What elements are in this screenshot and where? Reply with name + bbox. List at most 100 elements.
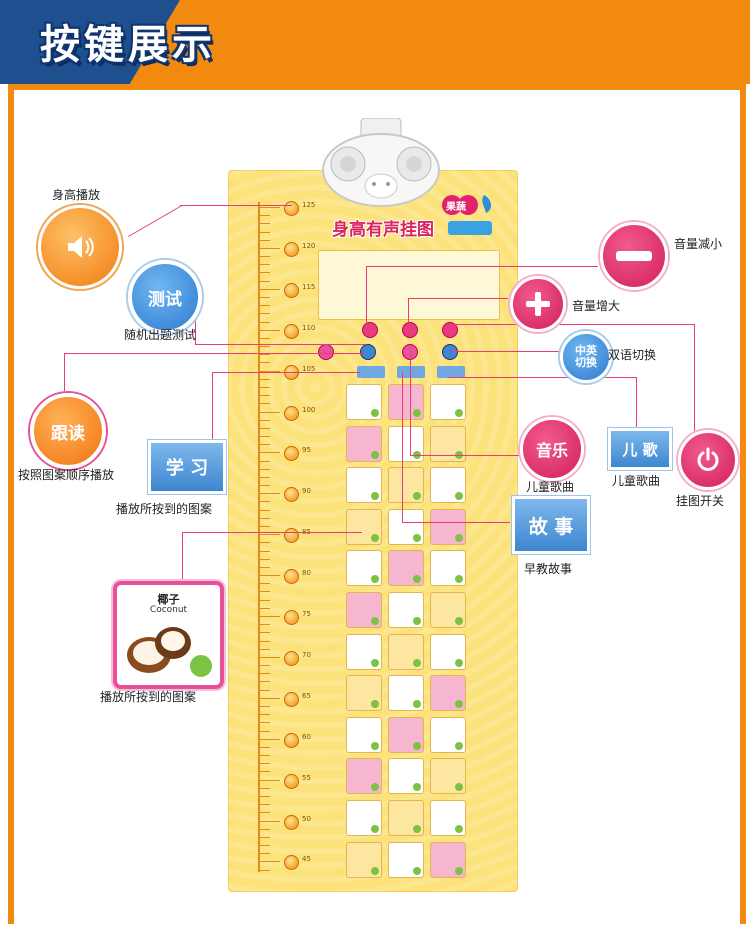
ruler-tick xyxy=(260,566,270,568)
ruler-tick xyxy=(260,501,270,503)
connector xyxy=(450,351,562,352)
picture-button[interactable] xyxy=(346,758,382,795)
ruler-height-button[interactable] xyxy=(284,282,299,298)
picture-button[interactable] xyxy=(388,384,424,420)
picture-button[interactable] xyxy=(346,675,382,712)
ruler-height-button[interactable] xyxy=(284,691,299,707)
picture-button[interactable] xyxy=(346,467,382,504)
test-callout-button[interactable]: 测试 xyxy=(128,260,202,334)
ruler-height-button[interactable] xyxy=(284,569,299,585)
ruler-height-button[interactable] xyxy=(284,773,299,789)
follow-callout-button[interactable]: 跟读 xyxy=(30,393,106,469)
green-dot-icon xyxy=(455,783,463,792)
ruler-tick xyxy=(260,714,270,716)
picture-button[interactable] xyxy=(346,841,382,878)
bottom-strip xyxy=(0,924,750,937)
minus-icon xyxy=(616,251,652,261)
picture-button[interactable] xyxy=(388,716,424,753)
poster-study-tab[interactable] xyxy=(357,366,385,378)
picture-button[interactable] xyxy=(430,675,466,712)
picture-button[interactable] xyxy=(388,675,424,712)
volume-up-label: 音量增大 xyxy=(572,299,621,313)
ruler-height-button[interactable] xyxy=(284,732,299,748)
picture-button[interactable] xyxy=(346,800,382,836)
study-callout-button[interactable]: 学 习 xyxy=(148,440,226,494)
ruler-height-button[interactable] xyxy=(284,528,299,544)
poster-song-tab[interactable] xyxy=(437,366,465,378)
ruler-tick xyxy=(260,452,280,454)
picture-button[interactable] xyxy=(388,841,424,878)
poster-story-tab[interactable] xyxy=(397,366,425,378)
picture-button[interactable] xyxy=(430,384,466,420)
picture-button[interactable] xyxy=(346,425,382,462)
picture-button[interactable] xyxy=(430,467,466,504)
picture-button[interactable] xyxy=(388,550,424,587)
power-callout-button[interactable] xyxy=(678,430,738,490)
picture-button[interactable] xyxy=(388,758,424,795)
ruler-tick xyxy=(260,599,270,601)
poster-bilingual-button[interactable] xyxy=(442,344,458,360)
picture-button[interactable] xyxy=(430,716,466,753)
song-desc-label: 儿童歌曲 xyxy=(612,474,661,488)
poster-volume-down-button[interactable] xyxy=(362,322,378,338)
story-callout-button[interactable]: 故 事 xyxy=(512,496,590,554)
ruler-tick xyxy=(260,591,270,593)
speaker-icon xyxy=(68,236,94,258)
picture-button[interactable] xyxy=(430,800,466,836)
ruler-tick xyxy=(260,329,280,331)
picture-button[interactable] xyxy=(430,841,466,878)
bilingual-callout-button[interactable]: 中英 切换 xyxy=(560,331,612,383)
picture-button[interactable] xyxy=(346,716,382,753)
ruler-height-label: 70 xyxy=(302,650,311,659)
poster-power-button[interactable] xyxy=(442,322,458,338)
picture-button[interactable] xyxy=(346,508,382,545)
song-callout-button[interactable]: 儿 歌 xyxy=(608,428,672,470)
ruler-height-button[interactable] xyxy=(284,610,299,625)
green-dot-icon xyxy=(371,575,379,584)
picture-button[interactable] xyxy=(388,592,424,628)
green-dot-icon xyxy=(455,741,463,750)
poster-volume-up-button[interactable] xyxy=(402,322,418,338)
height-play-button[interactable] xyxy=(38,205,122,289)
ruler-height-button[interactable] xyxy=(284,855,299,871)
ruler-height-label: 95 xyxy=(302,446,311,455)
picture-button[interactable] xyxy=(346,633,382,670)
ruler-height-button[interactable] xyxy=(284,241,299,257)
picture-button[interactable] xyxy=(388,800,424,836)
picture-button[interactable] xyxy=(388,508,424,545)
poster-test-button[interactable] xyxy=(360,344,376,360)
ruler-tick xyxy=(260,460,270,462)
ruler-height-button[interactable] xyxy=(284,446,299,462)
ruler-height-button[interactable] xyxy=(284,487,299,503)
ruler-height-button[interactable] xyxy=(284,201,299,216)
volume-down-callout-button[interactable] xyxy=(600,222,668,290)
picture-button[interactable] xyxy=(346,384,382,420)
picture-button[interactable] xyxy=(430,633,466,670)
ruler-tick xyxy=(260,853,270,855)
ruler-height-button[interactable] xyxy=(284,650,299,666)
ruler-tick xyxy=(260,247,280,249)
green-dot-icon xyxy=(455,450,463,459)
ruler-height-button[interactable] xyxy=(284,323,299,339)
ruler-height-label: 100 xyxy=(302,405,316,414)
picture-button[interactable] xyxy=(388,467,424,504)
ruler-tick xyxy=(260,354,270,356)
ruler-height-label: 115 xyxy=(302,282,316,291)
picture-button[interactable] xyxy=(346,592,382,628)
green-dot-icon xyxy=(413,658,421,667)
picture-button[interactable] xyxy=(388,633,424,670)
volume-up-callout-button[interactable] xyxy=(510,276,566,332)
picture-button[interactable] xyxy=(430,508,466,545)
ruler-height-label: 50 xyxy=(302,814,311,823)
picture-button[interactable] xyxy=(430,758,466,795)
coconut-card[interactable]: 椰子 Coconut xyxy=(113,581,224,689)
poster-follow-button[interactable] xyxy=(318,344,334,360)
picture-button[interactable] xyxy=(430,592,466,628)
picture-button[interactable] xyxy=(430,425,466,462)
picture-button[interactable] xyxy=(430,550,466,587)
picture-button[interactable] xyxy=(388,425,424,462)
picture-button[interactable] xyxy=(346,550,382,587)
music-callout-button[interactable]: 音乐 xyxy=(520,417,584,481)
ruler-height-button[interactable] xyxy=(284,405,299,421)
ruler-height-button[interactable] xyxy=(284,814,299,830)
